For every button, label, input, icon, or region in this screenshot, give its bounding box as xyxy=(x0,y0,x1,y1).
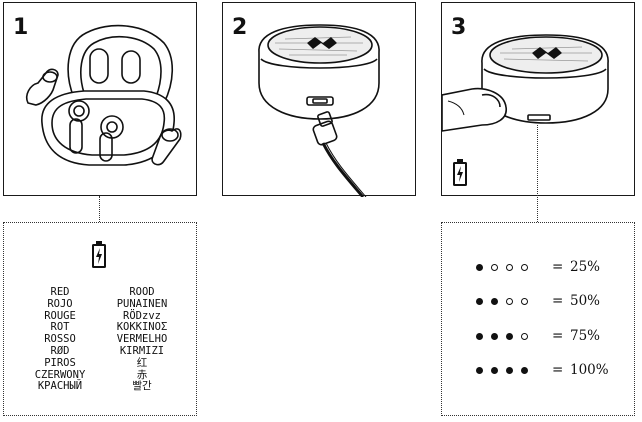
battery-level-row: = 25% xyxy=(476,259,600,275)
equals-sign: = xyxy=(552,328,564,344)
color-name: 红 xyxy=(136,356,148,369)
color-name: ROSSO xyxy=(44,333,76,346)
case-charging-illustration xyxy=(258,24,380,197)
led-on-dot xyxy=(476,332,483,340)
battery-level-legend-box: = 25% = 50% = 75% = 100% xyxy=(441,222,635,416)
level-dots xyxy=(476,366,552,374)
step-1-number: 1 xyxy=(13,15,29,40)
equals-sign: = xyxy=(552,362,564,378)
color-names-right: ROOD PUNAINEN RÖDzvz ΚΟΚΚΙΝΟΣ VERMELHO K… xyxy=(108,286,176,393)
connector-line-1 xyxy=(99,196,100,222)
color-name: 赤 xyxy=(136,368,148,381)
color-name: RÖDzvz xyxy=(123,309,161,322)
led-off-dot xyxy=(506,263,513,271)
color-name: KIRMIZI xyxy=(119,344,165,357)
led-on-dot xyxy=(491,297,498,305)
color-names-left: RED ROJO ROUGE ROT ROSSO RØD PIROS CZERW… xyxy=(26,286,94,393)
led-on-dot xyxy=(491,366,498,374)
level-dots xyxy=(476,263,552,271)
battery-percent: 75% xyxy=(570,328,601,344)
led-on-dot xyxy=(476,297,483,305)
level-dots xyxy=(476,297,552,305)
color-name: КРАСНЫЙ xyxy=(37,380,83,393)
battery-level-row: = 75% xyxy=(476,328,600,344)
led-off-dot xyxy=(506,297,513,305)
led-on-dot xyxy=(491,332,498,340)
led-off-dot xyxy=(521,263,528,271)
battery-percent: 25% xyxy=(570,259,601,275)
battery-percent: 100% xyxy=(570,362,609,378)
led-off-dot xyxy=(521,297,528,305)
open-earbuds-case-illustration xyxy=(25,24,182,166)
step-3-number: 3 xyxy=(451,15,467,40)
battery-charging-icon xyxy=(92,241,106,268)
connector-line-3 xyxy=(537,125,538,222)
case-button-press-illustration xyxy=(442,34,609,132)
battery-level-row: = 50% xyxy=(476,293,600,309)
color-name: 빨간 xyxy=(132,380,152,393)
color-name: ROUGE xyxy=(44,309,76,322)
step-1-panel: 1 xyxy=(3,2,197,196)
led-on-dot xyxy=(521,366,528,374)
led-on-dot xyxy=(476,263,483,271)
color-name: ΚΟΚΚΙΝΟΣ xyxy=(116,321,168,334)
led-on-dot xyxy=(506,332,513,340)
step-3-panel: 3 xyxy=(441,2,635,196)
color-name: ROOD xyxy=(129,286,155,298)
battery-level-row: = 100% xyxy=(476,362,609,378)
color-name: PUNAINEN xyxy=(116,297,168,310)
color-name: CZERWONY xyxy=(34,368,86,381)
color-name: RED xyxy=(50,286,70,298)
color-name: RØD xyxy=(50,344,70,357)
color-name: PIROS xyxy=(44,356,76,369)
color-name: VERMELHO xyxy=(116,333,168,346)
led-on-dot xyxy=(506,366,513,374)
led-off-dot xyxy=(491,263,498,271)
step-2-panel: 2 xyxy=(222,2,416,197)
led-off-dot xyxy=(521,332,528,340)
level-dots xyxy=(476,332,552,340)
step-2-number: 2 xyxy=(232,15,248,40)
equals-sign: = xyxy=(552,259,564,275)
color-name: ROT xyxy=(50,321,70,334)
equals-sign: = xyxy=(552,293,564,309)
led-on-dot xyxy=(476,366,483,374)
color-name: ROJO xyxy=(47,297,73,310)
led-color-legend-box: RED ROJO ROUGE ROT ROSSO RØD PIROS CZERW… xyxy=(3,222,197,416)
battery-charging-icon xyxy=(453,159,467,186)
battery-percent: 50% xyxy=(570,293,601,309)
